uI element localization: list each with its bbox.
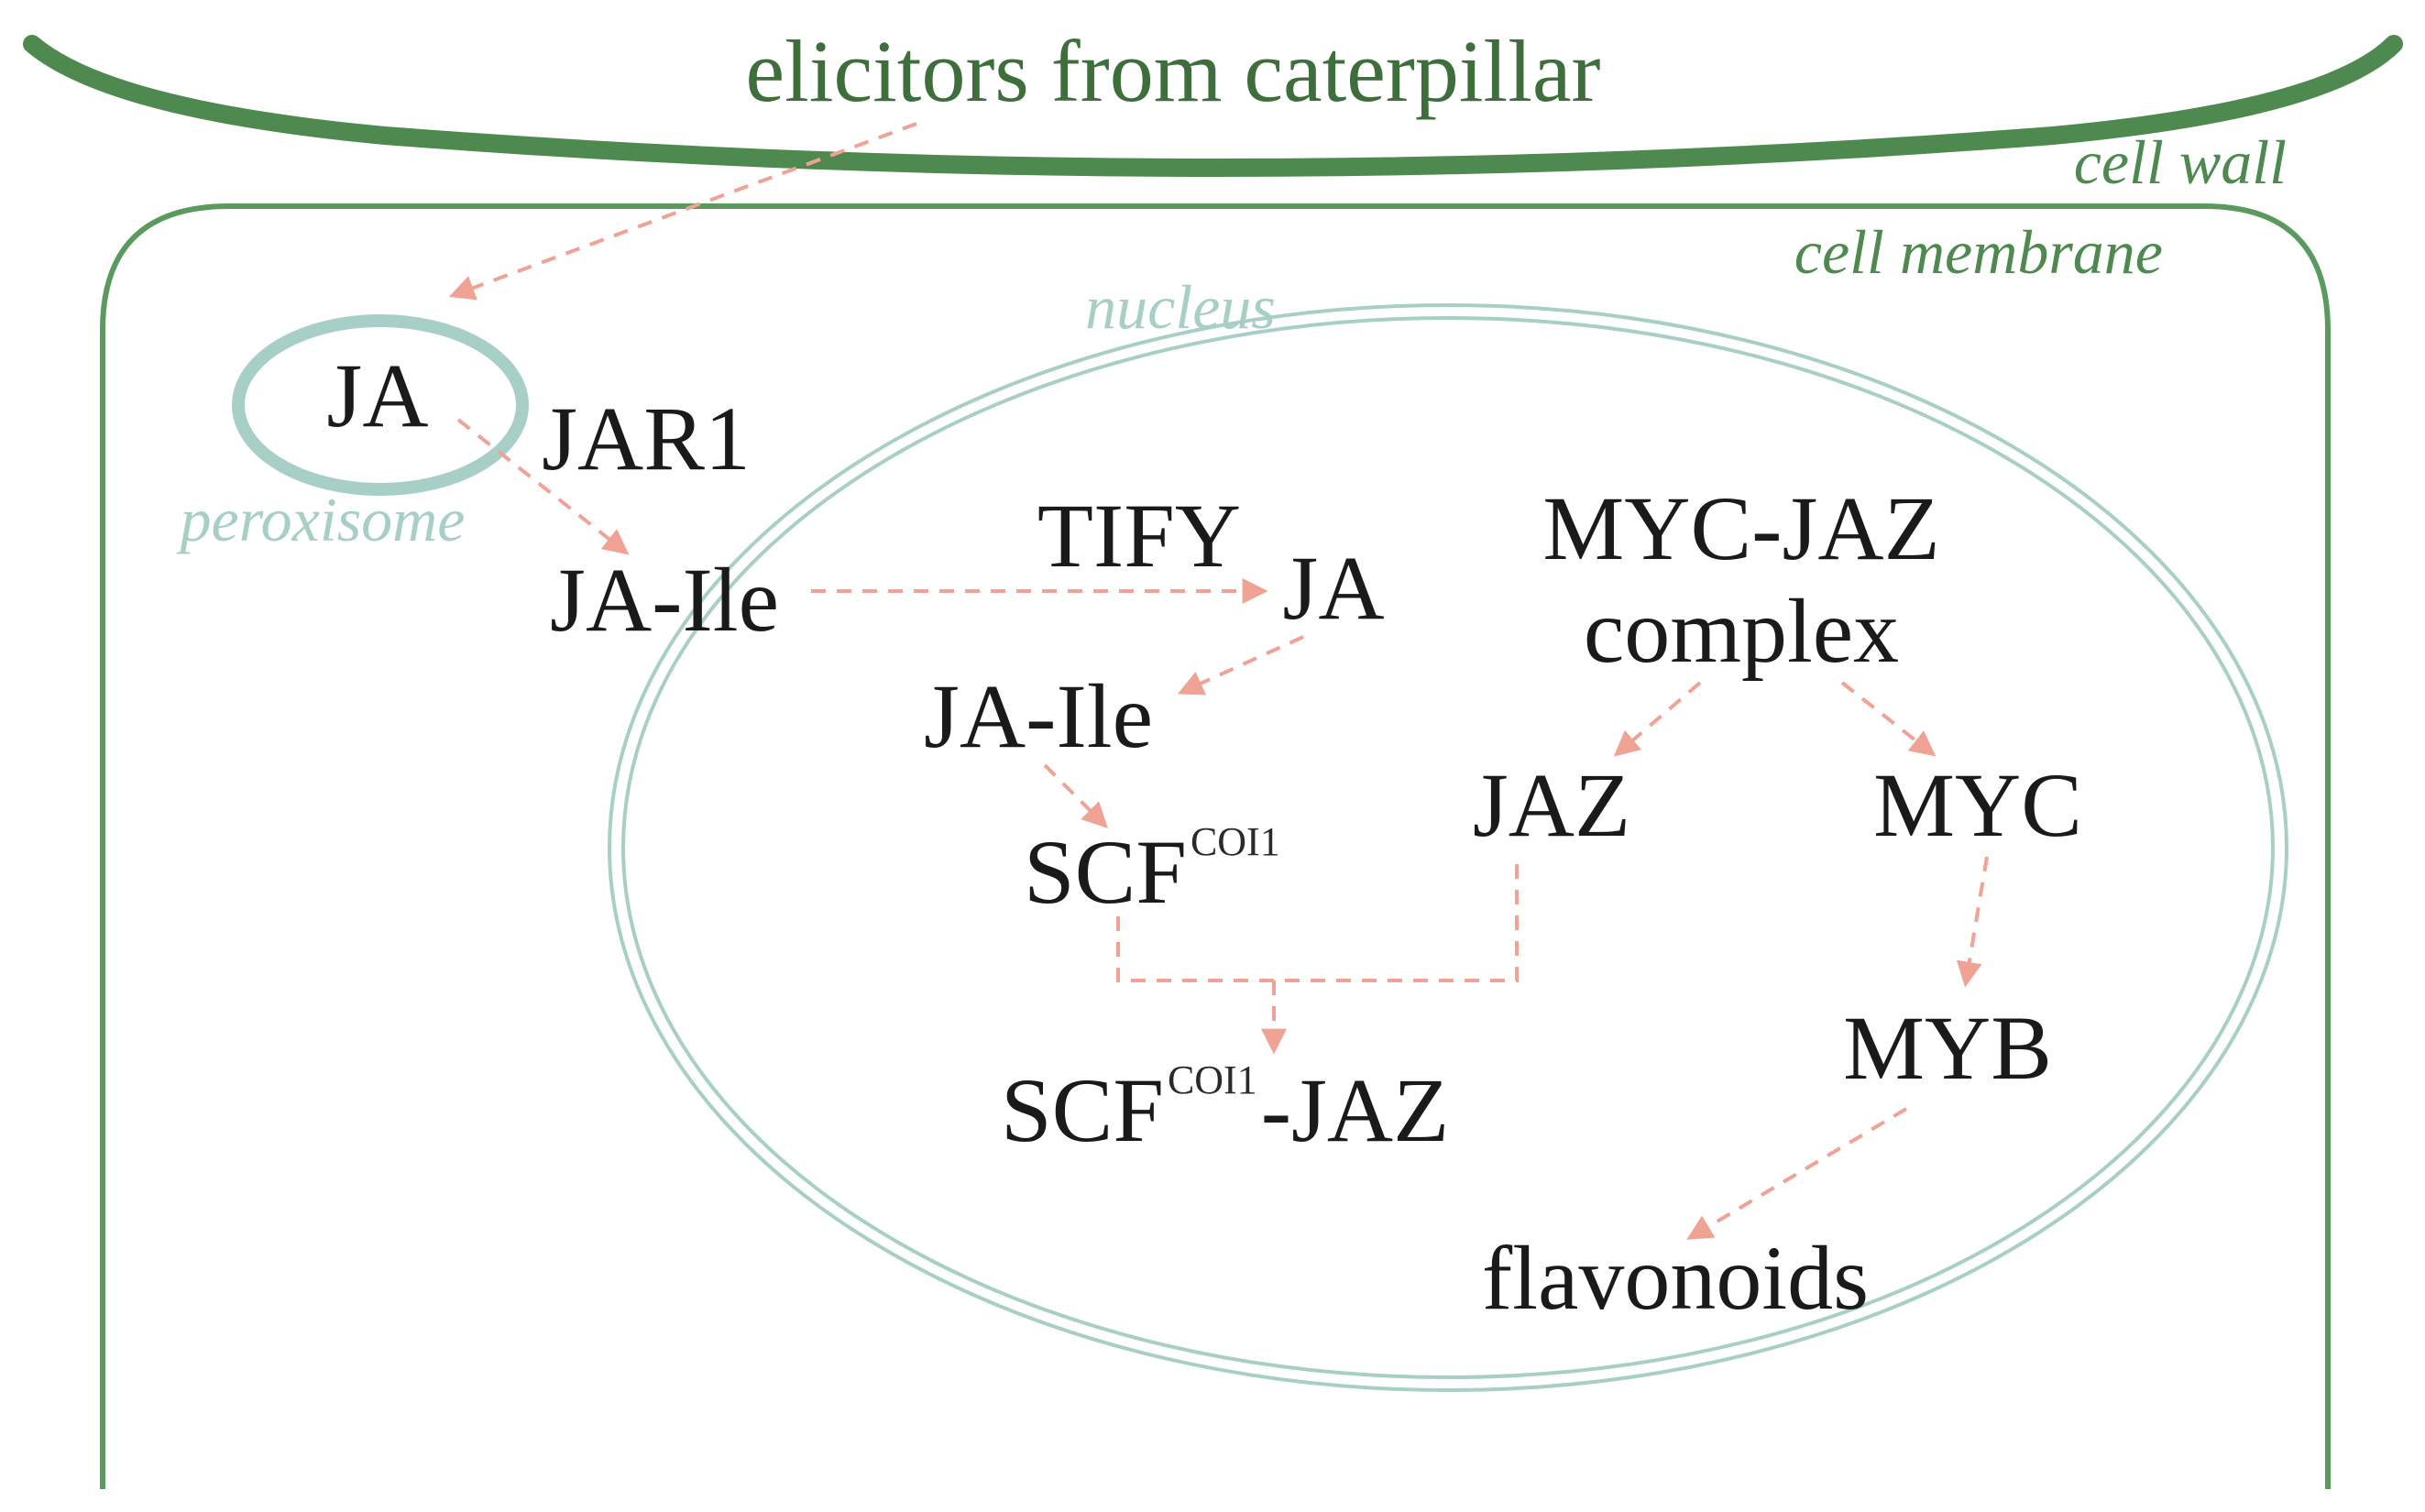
myc-jaz-complex-line2: complex: [1584, 580, 1899, 682]
cell-wall-label: cell wall: [2074, 127, 2287, 197]
flavonoids-node: flavonoids: [1482, 1227, 1869, 1329]
ja-ile-cytoplasm-node: JA-Ile: [550, 549, 779, 651]
arrow-myb-to-flavonoids: [1686, 1107, 1908, 1240]
ja-nucleus-node: JA: [1282, 537, 1384, 639]
scf-coi1-jaz-suffix: -JAZ: [1261, 1059, 1450, 1161]
arrow-elicitors-to-ja: [448, 122, 917, 301]
scf-coi1-superscript: COI1: [1191, 819, 1280, 864]
arrow-myc-to-myb: [1956, 856, 1989, 988]
jaz-node: JAZ: [1473, 754, 1630, 856]
scf-coi1-jaz-base: SCF: [1001, 1059, 1164, 1161]
myb-node: MYB: [1843, 997, 2052, 1099]
jar1-node: JAR1: [542, 388, 751, 489]
nucleus-outer-ring: [608, 303, 2288, 1392]
arrow-ja-to-ja-ile-nucleus: [1177, 635, 1304, 696]
scf-coi1-jaz-node: SCF COI1 -JAZ: [1001, 1057, 1449, 1161]
scf-coi1-jaz-superscript: COI1: [1168, 1057, 1257, 1102]
myc-jaz-complex-line1: MYC-JAZ: [1542, 477, 1939, 579]
arrow-ja-to-ja-ile: [456, 418, 630, 555]
scf-coi1-base: SCF: [1024, 821, 1187, 923]
nucleus-inner-ring: [621, 316, 2275, 1379]
connector-scf-jaz: [1116, 857, 1519, 982]
tify-node: TIFY: [1037, 485, 1241, 586]
cell-membrane-label: cell membrane: [1794, 217, 2163, 287]
cell-membrane-outline: [100, 203, 2331, 1489]
elicitors-label: elicitors from caterpillar: [746, 22, 1601, 120]
peroxisome-organelle: [232, 314, 529, 496]
scf-coi1-node: SCF COI1: [1024, 819, 1280, 923]
arrow-complex-to-jaz: [1613, 681, 1702, 757]
ja-peroxisome-node: JA: [326, 345, 428, 446]
cell-wall-line: [23, 35, 2403, 177]
nucleus-label: nucleus: [1085, 272, 1276, 342]
ja-ile-nucleus-node: JA-Ile: [924, 665, 1153, 767]
peroxisome-label: peroxisome: [177, 485, 466, 554]
arrow-complex-to-myc: [1840, 681, 1937, 757]
arrow-ja-ile-to-scf: [1043, 763, 1108, 828]
myc-node: MYC: [1873, 754, 2082, 856]
